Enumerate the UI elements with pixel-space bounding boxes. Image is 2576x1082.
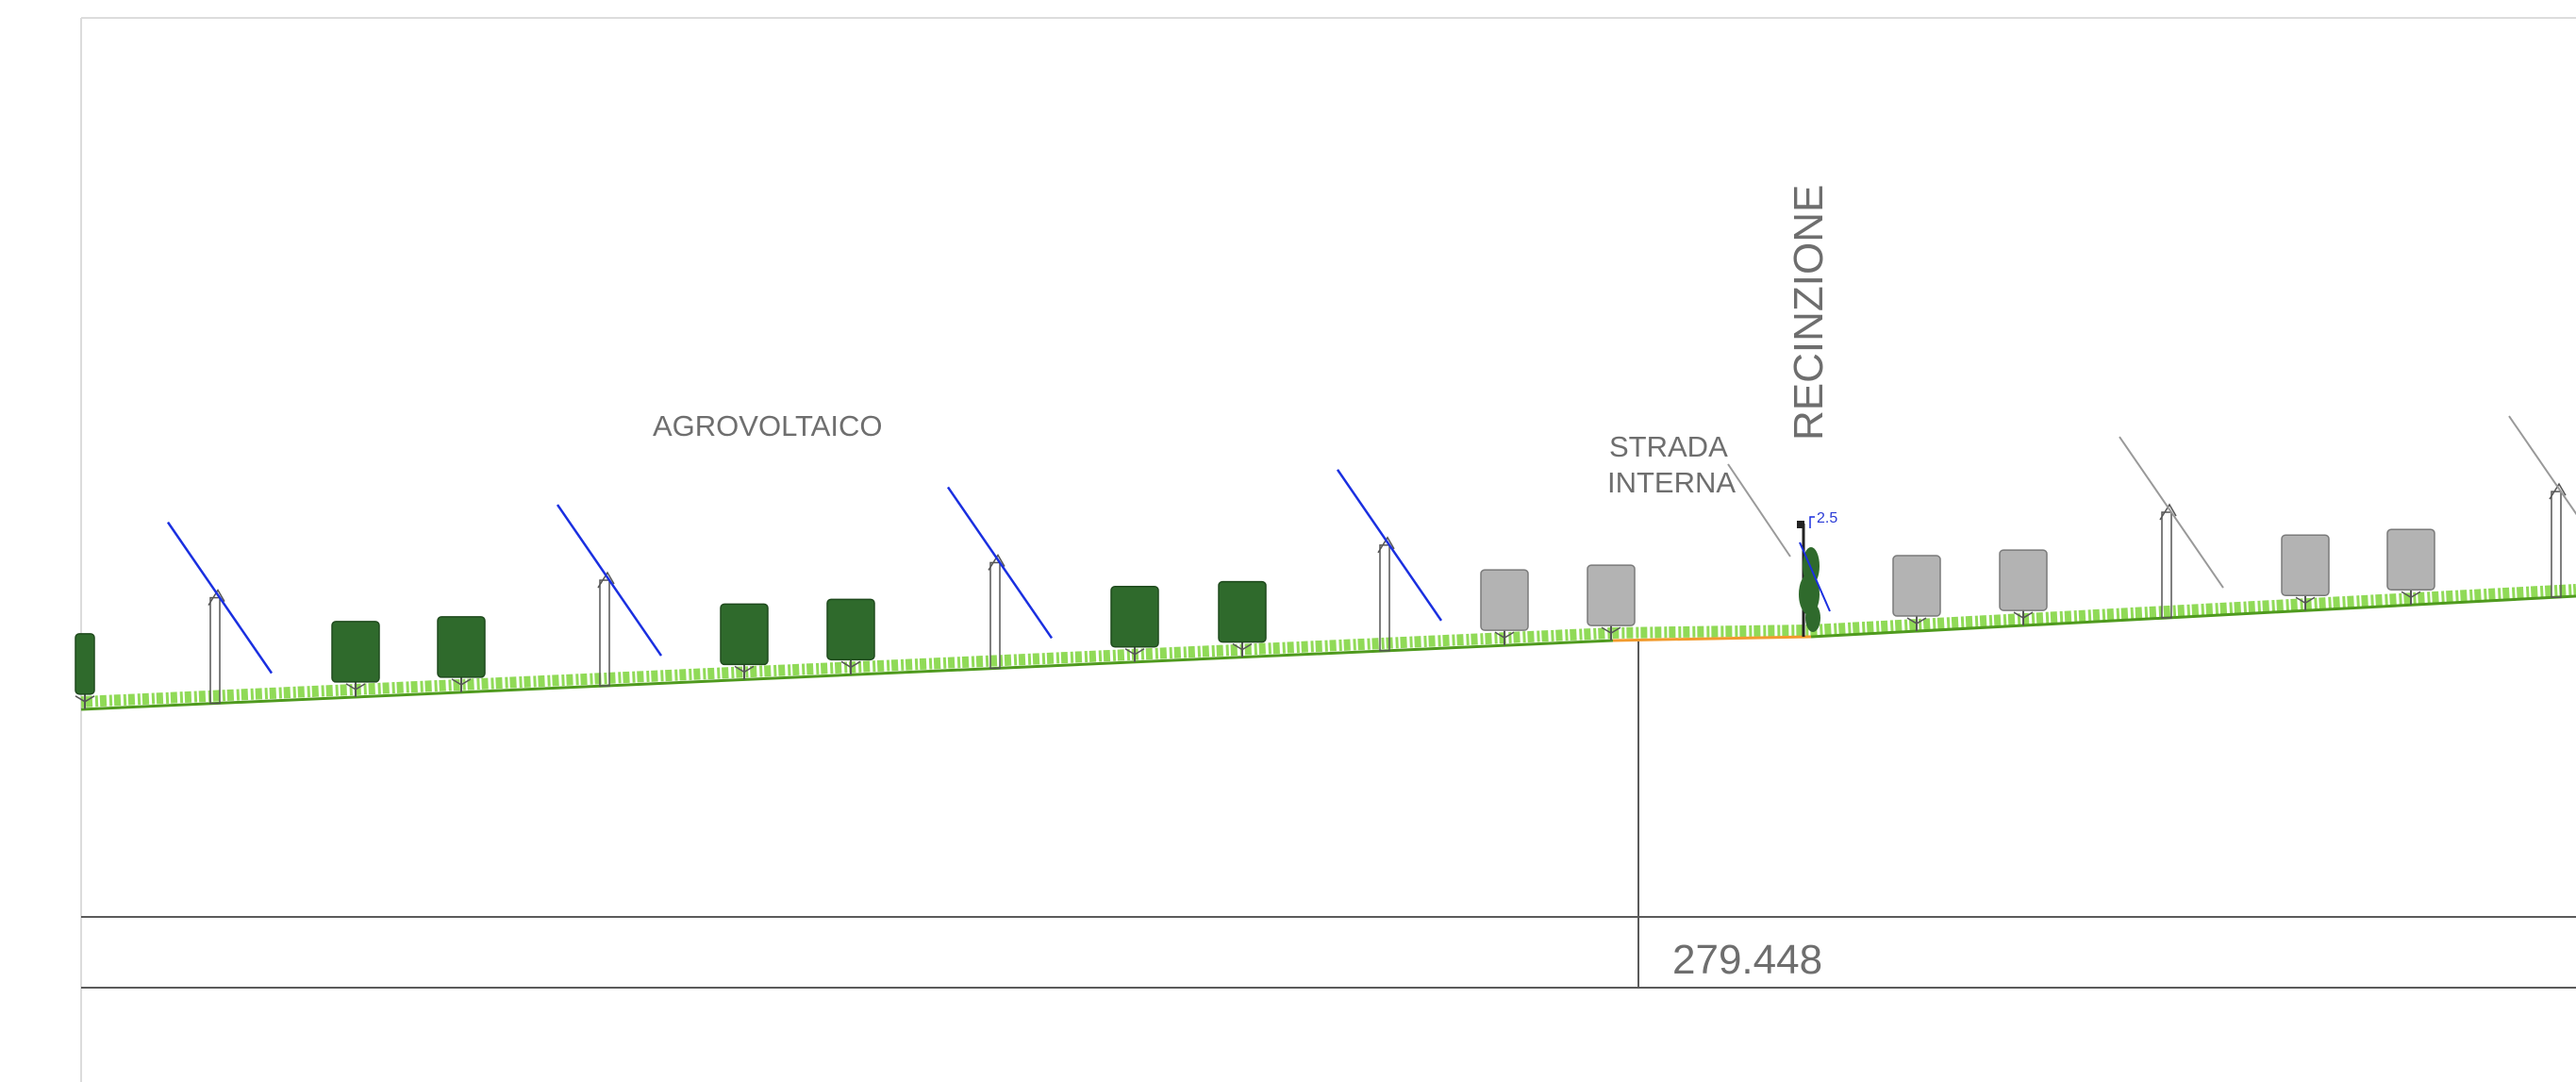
strada-interna-label-line2: INTERNA [1607,466,1736,499]
tree-icon [1892,555,1941,632]
section-table: 279.448 [81,641,2576,989]
tree-icon [1480,569,1529,646]
solar-panel-icon [556,504,663,687]
tree-icon [1218,580,1267,658]
fence-hedge-icon [1799,541,1831,632]
tree-icon [1999,549,2048,626]
tree-icon [2386,528,2435,606]
tree-icon [75,633,95,709]
grass-band [80,584,2576,707]
solar-panel-icon [2119,436,2224,619]
ground-line-left [80,639,1614,711]
tree-icon [437,616,486,692]
recinzione-label: RECINZIONE [1786,185,1832,441]
fence: 2.5 [1797,510,1837,637]
tree-icon [2281,534,2330,611]
solar-panel-icon [1336,469,1443,652]
internal-road-surface [1612,635,1812,642]
tree-icon [720,603,769,680]
chainage-value: 279.448 [1672,937,1822,983]
agrovoltaico-label: AGROVOLTAICO [653,409,882,442]
strada-leader-line [1727,463,1791,558]
strada-interna-label-line1: STRADA [1609,430,1728,463]
solar-panel-icon [946,486,1054,670]
tree-icon [1587,564,1636,641]
fence-height-label: 2.5 [1817,510,1837,526]
solar-panel-icon [166,521,274,705]
drawing-frame [80,17,2576,1082]
ground-profile [80,584,2576,711]
ground-line-right [1810,594,2576,639]
tree-row [75,528,2435,709]
tree-icon [331,621,380,697]
solar-tracker-row [166,415,2576,705]
solar-panel-icon [2508,415,2576,598]
tree-icon [826,598,875,675]
fence-height-bracket [1809,516,1815,528]
tree-icon [1110,586,1159,662]
